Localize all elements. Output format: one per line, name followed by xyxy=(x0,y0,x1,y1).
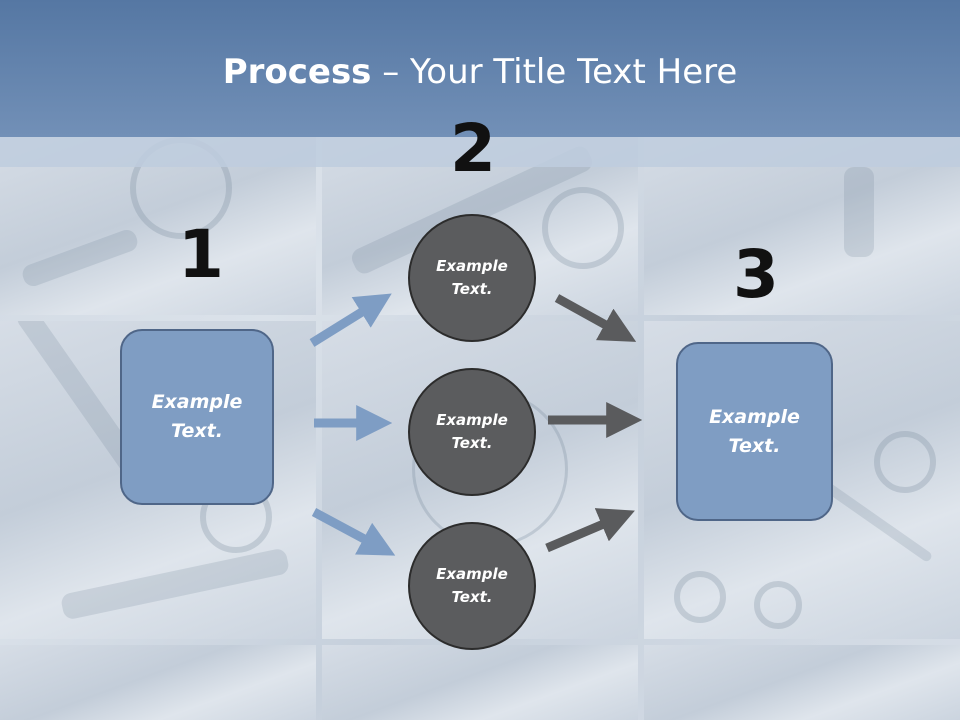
process-circle-3: Example Text. xyxy=(408,522,536,650)
arrow-right-icon xyxy=(545,508,635,553)
process-circle-2: Example Text. xyxy=(408,368,536,496)
header-band xyxy=(0,137,960,167)
left-text-box: Example Text. xyxy=(120,329,274,505)
process-circle-1: Example Text. xyxy=(408,214,536,342)
title-rest: – Your Title Text Here xyxy=(371,52,738,92)
photo-tile xyxy=(322,645,638,720)
photo-tile xyxy=(644,645,960,720)
title-bar xyxy=(0,0,960,137)
slide-title: Process – Your Title Text Here xyxy=(0,52,960,92)
circle-3-text: Example Text. xyxy=(436,565,508,606)
circle-2-text: Example Text. xyxy=(436,411,508,452)
arrow-right-icon xyxy=(311,508,396,556)
photo-tile xyxy=(0,645,316,720)
step-number-2: 2 xyxy=(450,110,496,187)
step-number-3: 3 xyxy=(733,236,779,313)
right-box-text: Example Text. xyxy=(709,405,800,457)
arrow-right-icon xyxy=(309,293,392,347)
title-bold: Process xyxy=(222,52,372,92)
step-number-1: 1 xyxy=(178,216,224,293)
left-box-text: Example Text. xyxy=(151,391,243,442)
right-text-box: Example Text. xyxy=(676,342,833,521)
arrow-right-icon xyxy=(554,294,637,342)
circle-1-text: Example Text. xyxy=(436,257,508,298)
